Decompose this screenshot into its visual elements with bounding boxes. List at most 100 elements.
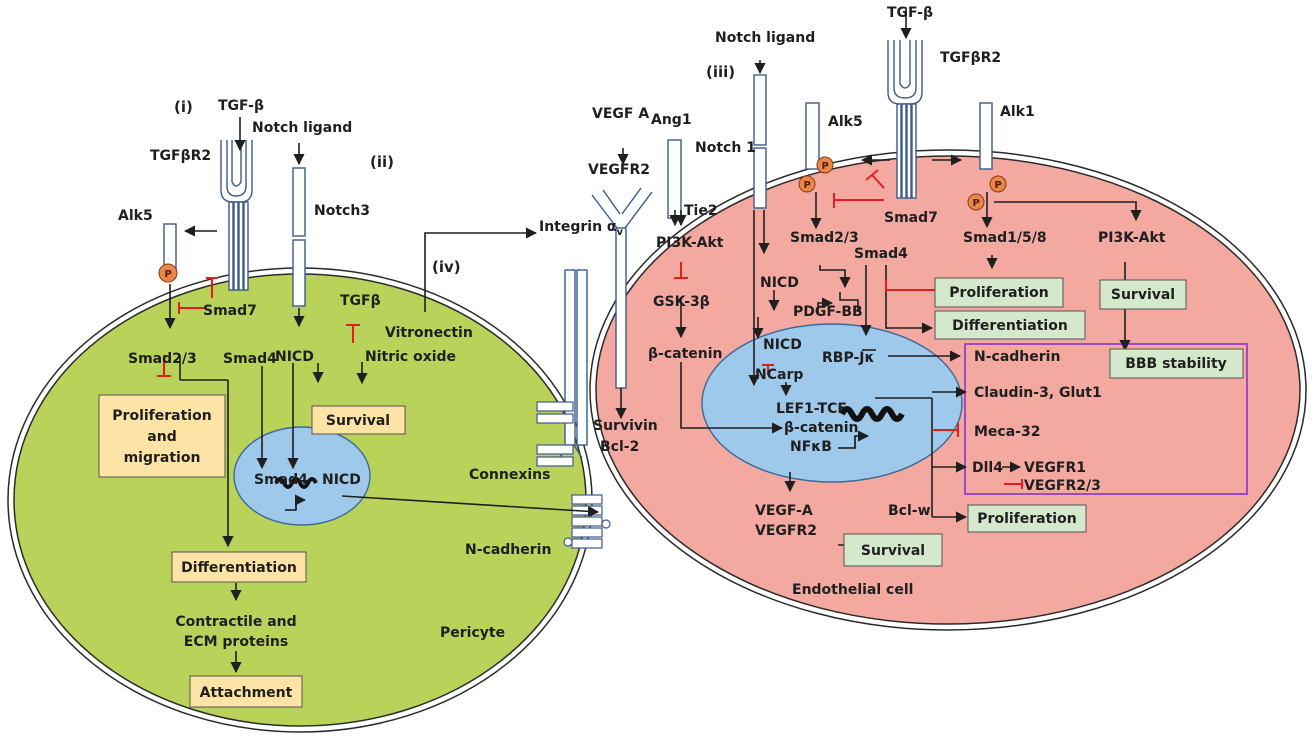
phospho-icon-left: P: [158, 263, 178, 283]
label-b-catenin-nucleus: β-catenin: [784, 420, 859, 436]
label-smad7-right: Smad7: [884, 210, 938, 226]
svg-text:P: P: [995, 180, 1002, 191]
text-survival-pericyte: Survival: [326, 413, 390, 429]
text-survival-bottom: Survival: [861, 543, 925, 559]
label-nicd-left: NICD: [275, 349, 314, 365]
label-alk5-right: Alk5: [828, 114, 863, 130]
label-notch-ligand-right: Notch ligand: [715, 30, 815, 46]
svg-text:P: P: [973, 198, 980, 209]
label-nfkb: NFκB: [790, 439, 832, 455]
label-vegfr23: VEGFR2/3: [1024, 478, 1101, 494]
promoter-icon-pericyte: [285, 494, 307, 511]
label-alk1: Alk1: [1000, 104, 1035, 120]
label-vegfr1: VEGFR1: [1024, 460, 1086, 476]
tgfbr2-receptor-left: [220, 140, 253, 291]
phospho-icon-alk1-lower: P: [967, 193, 985, 211]
label-tgfbr2-right: TGFβR2: [940, 50, 1001, 66]
alk5-receptor-right: [805, 102, 820, 170]
label-ang1: Ang1: [651, 112, 692, 128]
tgfbr2-receptor-right: [887, 40, 923, 199]
box-survival-pericyte: [311, 405, 406, 435]
label-notch-ligand-left: Notch ligand: [252, 120, 352, 136]
label-section-i: (i): [174, 98, 193, 116]
text-proliferation: Proliferation: [112, 408, 211, 424]
label-meca32: Meca-32: [974, 424, 1040, 440]
label-vegfa-top: VEGF A: [592, 106, 649, 122]
label-ncadherin-endo: N-cadherin: [974, 349, 1060, 365]
label-nicd-nucleus: NICD: [763, 337, 802, 353]
box-differentiation-endo: [934, 310, 1086, 340]
box-bbb-stability: [1109, 348, 1244, 379]
label-tgf-beta-left: TGF-β: [218, 98, 264, 114]
connexin-junction-icon: [536, 401, 574, 467]
svg-text:P: P: [822, 161, 829, 172]
label-pi3k-akt-left: PI3K-Akt: [656, 235, 724, 251]
label-section-iii: (iii): [706, 63, 735, 81]
label-vegfr2-top: VEGFR2: [588, 162, 650, 178]
label-notch1: Notch 1: [695, 140, 756, 156]
promoter-icon-endothelial: [838, 430, 870, 449]
text-proliferation-top: Proliferation: [949, 285, 1048, 301]
text-bbb-stability: BBB stability: [1125, 356, 1227, 372]
box-proliferation-top: [934, 277, 1064, 308]
text-migration: migration: [124, 450, 201, 466]
label-section-iv: (iv): [432, 258, 461, 276]
phospho-icon-alk5-lower: P: [798, 175, 816, 193]
pericyte-nucleus: [233, 426, 371, 526]
text-and: and: [147, 429, 176, 445]
label-lef1-tcf: LEF1-TCF: [776, 401, 847, 417]
label-smad23-left: Smad2/3: [128, 351, 197, 367]
label-ncarp: NCarp: [755, 367, 803, 383]
ncadherin-junction-icon: [563, 494, 611, 549]
alk1-receptor: [979, 102, 993, 170]
label-bcl2: Bcl-2: [600, 439, 639, 455]
box-differentiation-pericyte: [171, 551, 307, 583]
label-pdgf-bb: PDGF-BB: [793, 304, 863, 320]
label-bcl-w: Bcl-w: [888, 503, 931, 519]
label-vegfr2-bottom: VEGFR2: [755, 523, 817, 539]
notch3-receptor: [292, 167, 306, 307]
label-gsk3b: GSK-3β: [653, 294, 710, 310]
label-survivin: Survivin: [593, 418, 658, 434]
label-nucleus-nicd: NICD: [322, 472, 361, 488]
label-notch3: Notch3: [314, 203, 370, 219]
label-alk5-left: Alk5: [118, 208, 153, 224]
tie2-receptor: [667, 139, 682, 219]
label-ncadherin-junction: N-cadherin: [465, 542, 551, 558]
label-rbp-jk: RBP-Jκ: [822, 350, 874, 366]
label-vegf-a-bottom: VEGF-A: [755, 503, 813, 519]
label-section-ii: (ii): [370, 153, 394, 171]
label-pi3k-akt-right: PI3K-Akt: [1098, 230, 1166, 246]
text-survival-right: Survival: [1111, 287, 1175, 303]
label-connexins: Connexins: [469, 467, 550, 483]
label-nicd-cyto: NICD: [760, 275, 799, 291]
label-integrin: Integrin αv: [539, 219, 624, 238]
phospho-icon-alk1: P: [989, 175, 1007, 193]
label-claudin: Claudin-3, Glut1: [974, 385, 1102, 401]
label-smad4-left: Smad4: [223, 351, 277, 367]
label-ecm-proteins: ECM proteins: [184, 634, 288, 650]
box-proliferation-bottom: [967, 504, 1087, 533]
label-endothelial-cell: Endothelial cell: [792, 582, 913, 598]
dna-icon-pericyte: [274, 477, 318, 489]
label-smad4-right: Smad4: [854, 246, 908, 262]
label-pericyte: Pericyte: [440, 625, 505, 641]
box-attachment: [189, 675, 303, 708]
text-proliferation-bottom: Proliferation: [977, 511, 1076, 527]
dna-icon-endothelial: [839, 406, 905, 422]
label-tgfb: TGFβ: [340, 293, 381, 309]
endothelial-nucleus: [701, 323, 963, 483]
label-b-catenin-cyto: β-catenin: [648, 346, 723, 362]
label-smad23-right: Smad2/3: [790, 230, 859, 246]
label-nucleus-smad4: Smad4: [254, 472, 308, 488]
box-survival-bottom: [843, 533, 943, 567]
label-contractile: Contractile and: [175, 614, 296, 630]
label-dll4: Dll4: [972, 460, 1003, 476]
label-tie2: Tie2: [684, 203, 718, 219]
box-proliferation-migration: [98, 394, 226, 478]
label-smad7-left: Smad7: [203, 303, 257, 319]
text-differentiation-endo: Differentiation: [952, 318, 1068, 334]
label-tgfbr2-left: TGFβR2: [150, 148, 211, 164]
